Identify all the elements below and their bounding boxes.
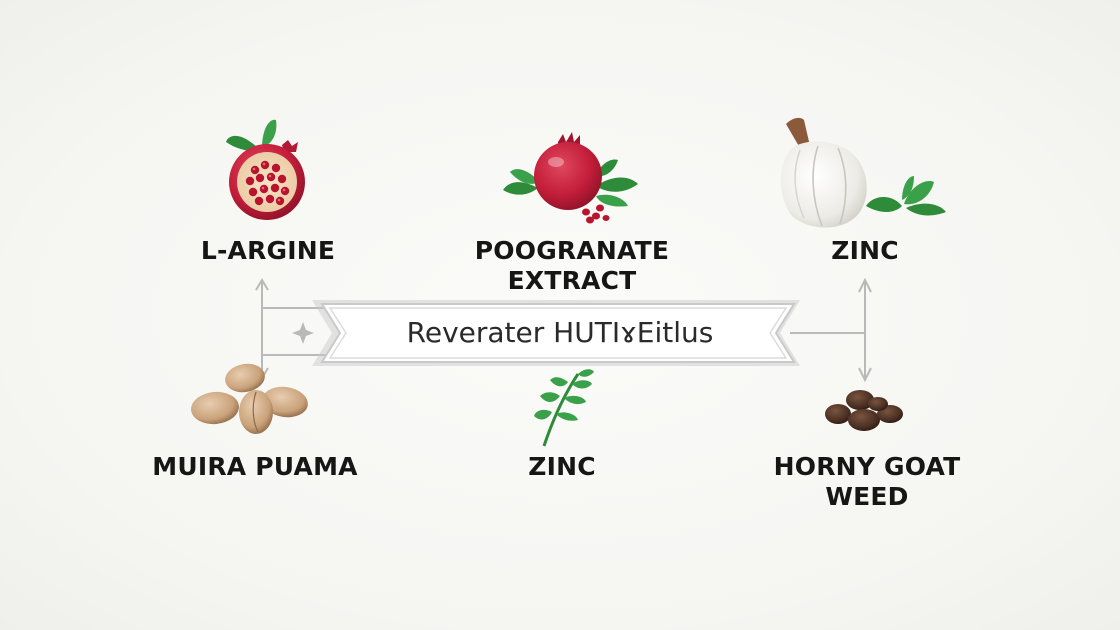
pomegranate-half-icon (226, 119, 305, 220)
label-line: HORNY GOAT (773, 452, 961, 481)
dark-beans-icon (825, 390, 903, 431)
central-banner (312, 300, 800, 366)
banner-text: Reverater HUTIɤEitlus (406, 316, 714, 349)
label-line: POOGRANATE (474, 236, 670, 265)
label-horny-goat-weed: HORNY GOAT WEED (772, 452, 962, 512)
left-up-arrowhead (255, 278, 269, 291)
label-line: ZINC (528, 452, 596, 481)
label-line: ZINC (831, 236, 899, 265)
sparkle-icon (292, 322, 314, 344)
left-bottom-connector (261, 320, 330, 356)
label-line: WEED (825, 482, 909, 511)
right-up-arrowhead (858, 277, 872, 293)
pomegranate-whole-icon (503, 132, 638, 224)
label-zinc-bottom: ZINC (512, 452, 612, 482)
herb-sprig-icon (534, 369, 594, 447)
label-muira-puama: MUIRA PUAMA (150, 452, 360, 482)
label-line: MUIRA PUAMA (152, 452, 358, 481)
garlic-bulb-icon (780, 117, 946, 228)
muira-puama-nuts-icon (191, 363, 308, 434)
label-line: L-ARGINE (200, 236, 336, 265)
label-line: EXTRACT (507, 266, 637, 295)
right-down-arrowhead (858, 367, 872, 383)
label-zinc-top: ZINC (815, 236, 915, 266)
label-l-argine: L-ARGINE (188, 236, 348, 266)
label-pomegranate-extract: POOGRANATE EXTRACT (462, 236, 682, 296)
